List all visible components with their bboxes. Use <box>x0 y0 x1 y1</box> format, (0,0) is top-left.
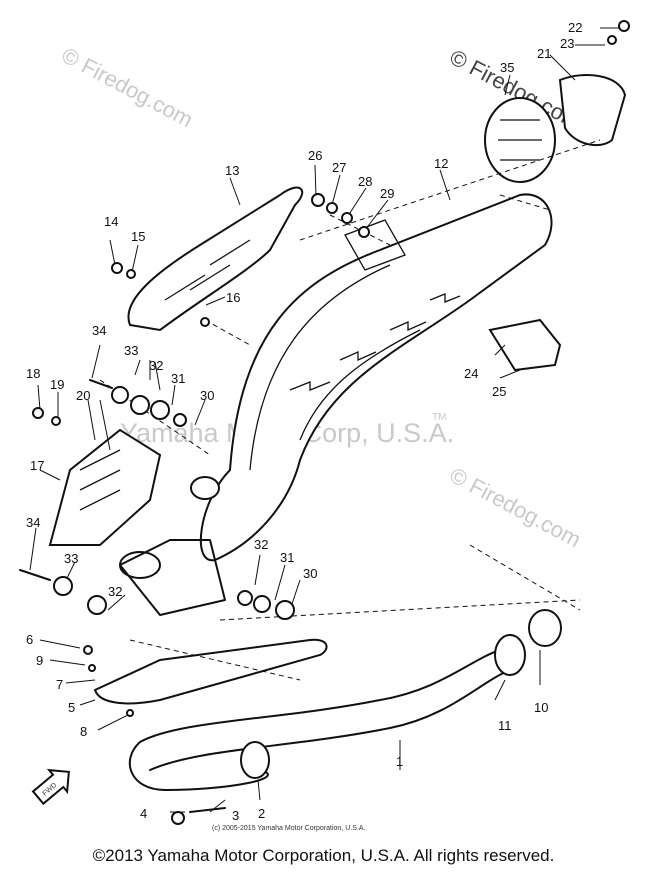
callout-29: 29 <box>380 186 394 201</box>
callout-10: 10 <box>534 700 548 715</box>
heat-guard-lower <box>48 428 162 546</box>
callout-5: 5 <box>68 700 75 715</box>
lower-heat-guard <box>93 638 328 705</box>
callout-15: 15 <box>131 229 145 244</box>
callout-26: 26 <box>308 148 322 163</box>
callout-30a: 30 <box>200 388 214 403</box>
callout-30b: 30 <box>303 566 317 581</box>
muffler-body <box>119 193 553 616</box>
callout-16: 16 <box>226 290 240 305</box>
callout-35: 35 <box>500 60 514 75</box>
callout-34b: 34 <box>26 515 40 530</box>
callout-2: 2 <box>258 806 265 821</box>
footer-copyright: ©2013 Yamaha Motor Corporation, U.S.A. A… <box>92 846 555 865</box>
callout-8: 8 <box>80 724 87 739</box>
exhaust-flange-2 <box>240 741 270 779</box>
callout-34a: 34 <box>92 323 106 338</box>
silencer-cap <box>484 74 627 183</box>
callout-31a: 31 <box>171 371 185 386</box>
callout-20: 20 <box>76 388 90 403</box>
callout-14: 14 <box>104 214 118 229</box>
watermark-firedog-1: © Firedog.com <box>58 42 197 132</box>
inline-copyright: (c) 2005-2015 Yamaha Motor Corporation, … <box>212 825 365 832</box>
callout-33a: 33 <box>124 343 138 358</box>
callout-17: 17 <box>30 458 44 473</box>
callout-6: 6 <box>26 632 33 647</box>
fasteners <box>19 20 630 825</box>
callout-7: 7 <box>56 677 63 692</box>
pipe-clamp-11 <box>494 634 526 676</box>
callout-12: 12 <box>434 156 448 171</box>
callout-22: 22 <box>568 20 582 35</box>
forward-arrow-icon: FWD <box>31 768 70 806</box>
exhaust-pipe <box>139 649 511 771</box>
watermark-tm: TM <box>432 412 446 423</box>
callout-23: 23 <box>560 36 574 51</box>
callout-32c: 32 <box>108 584 122 599</box>
callout-31b: 31 <box>280 550 294 565</box>
callout-32a: 32 <box>149 358 163 373</box>
callout-11: 11 <box>498 718 512 733</box>
heat-guard-upper <box>127 186 304 332</box>
callout-19: 19 <box>50 377 64 392</box>
callout-27: 27 <box>332 160 346 175</box>
callout-24: 24 <box>464 366 478 381</box>
callout-13: 13 <box>225 163 239 178</box>
callout-21: 21 <box>537 46 551 61</box>
callout-25: 25 <box>492 384 506 399</box>
watermark-firedog-3: © Firedog.com <box>446 462 585 552</box>
muffler-clamp <box>488 318 562 372</box>
callout-4: 4 <box>140 806 147 821</box>
callout-9: 9 <box>36 653 43 668</box>
callout-32b: 32 <box>254 537 268 552</box>
callout-33b: 33 <box>64 551 78 566</box>
callout-3: 3 <box>232 808 239 823</box>
callout-1: 1 <box>396 754 403 769</box>
callout-28: 28 <box>358 174 372 189</box>
callout-18: 18 <box>26 366 40 381</box>
pipe-gasket-10 <box>528 609 562 647</box>
